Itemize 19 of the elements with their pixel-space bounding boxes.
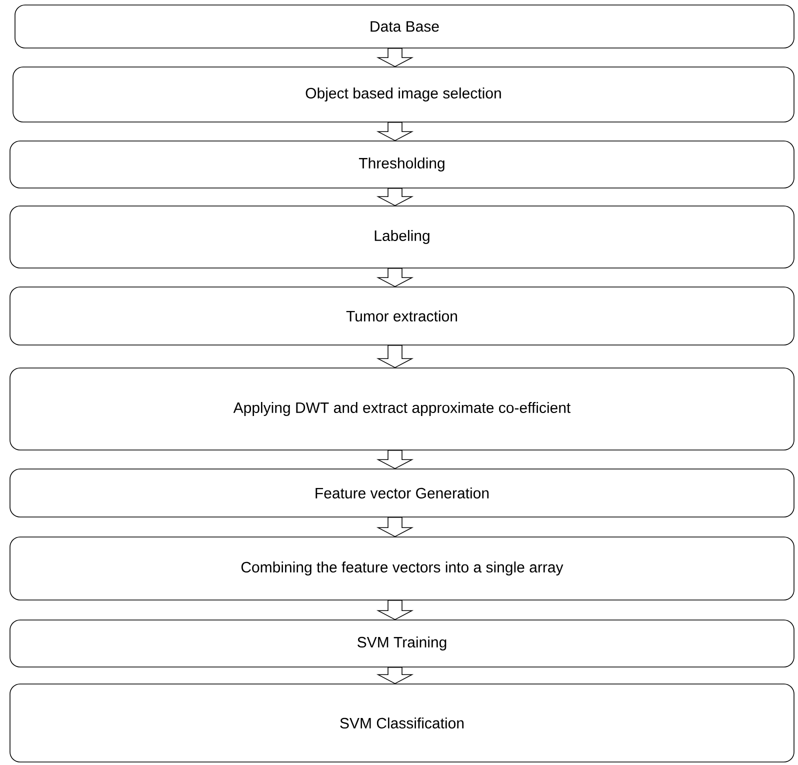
block-arrow xyxy=(376,667,414,684)
process-box: Feature vector Generation xyxy=(10,468,794,518)
process-box: Applying DWT and extract approximate co-efficient xyxy=(10,368,794,450)
process-box: Combining the feature vectors into a single array xyxy=(10,536,794,600)
process-box: SVM Training xyxy=(10,620,794,668)
block-arrow xyxy=(376,188,414,206)
process-box: Thresholding xyxy=(10,140,794,188)
process-box: Object based image selection xyxy=(12,66,794,122)
process-box: Data Base xyxy=(14,4,794,48)
block-arrow xyxy=(376,48,414,68)
block-arrow xyxy=(376,600,414,620)
block-arrow xyxy=(376,268,414,288)
process-box: Labeling xyxy=(10,206,794,268)
process-box: SVM Classification xyxy=(10,684,794,762)
block-arrow xyxy=(376,517,414,538)
process-box: Tumor extraction xyxy=(10,286,794,346)
block-arrow xyxy=(376,345,414,368)
block-arrow xyxy=(376,122,414,142)
block-arrow xyxy=(376,450,414,470)
